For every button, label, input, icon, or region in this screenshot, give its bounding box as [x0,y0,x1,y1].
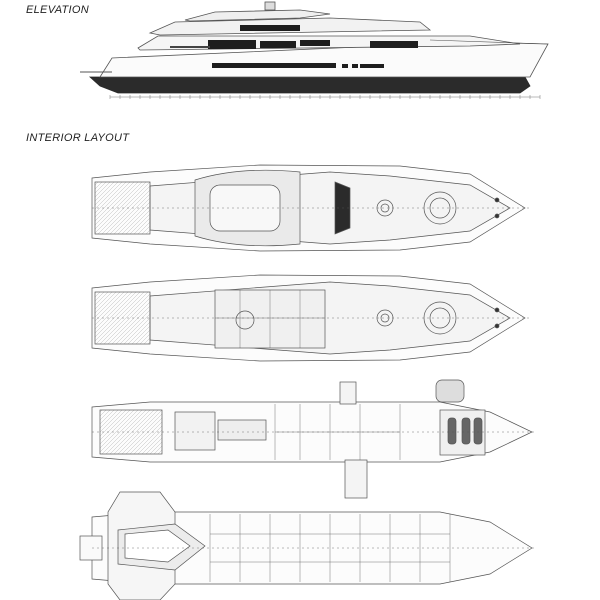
deck-plan-sun-deck [91,164,530,252]
deck-plan-upper-deck [91,274,530,362]
elevation-profile [80,1,549,94]
deck-plan-main-deck [91,379,535,499]
elevation-scale-ruler [109,95,541,99]
deck-plan-lower-deck [79,491,535,600]
hull-lower [88,76,531,94]
elevation-title: ELEVATION [26,4,90,16]
interior-layout-title: INTERIOR LAYOUT [26,132,130,144]
elevation-windows [170,25,418,68]
radar-mast [264,1,276,11]
sun-deck-profile [184,9,331,22]
